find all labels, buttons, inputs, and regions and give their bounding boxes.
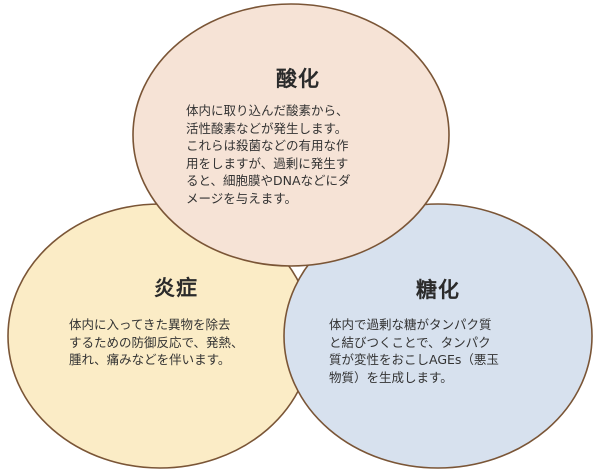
inflammation-title: 炎症 [154,276,198,300]
oxidation-description: 体内に取り込んだ酸素から、 活性酸素などが発生します。 これらは殺菌などの有用な… [186,103,351,206]
glycation-title: 糖化 [416,278,460,302]
inflammation-description: 体内に入ってきた異物を除去 するための防御反応で、発熱、 腫れ、痛みなどを伴いま… [69,317,244,367]
oxidation-title: 酸化 [276,67,320,91]
glycation-circle [283,203,593,469]
glycation-description: 体内で過剰な糖がタンパク質 と結びつくことで、タンパク 質が変性をおこしAGEs… [329,317,499,385]
oxidation-circle [132,3,450,267]
